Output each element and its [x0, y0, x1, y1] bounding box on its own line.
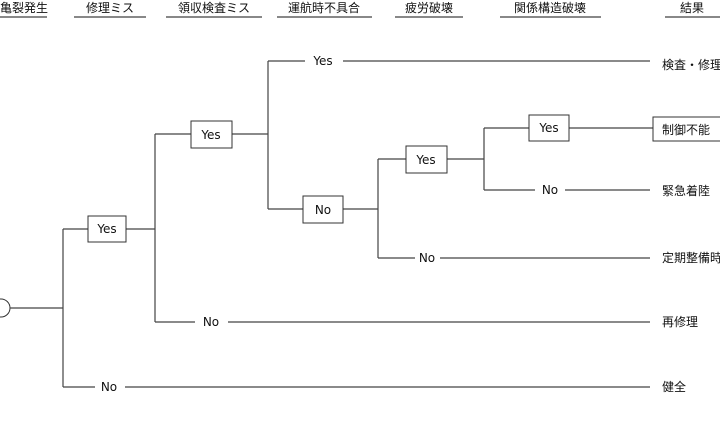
header-operation-failure: 運航時不具合: [288, 0, 360, 15]
branch-no-repair-error: No: [101, 380, 117, 394]
branch-no-operation-failure: No: [315, 203, 331, 217]
column-headers: 亀裂発生 修理ミス 領収検査ミス 運航時不具合 疲労破壊 関係構造破壊 結果: [0, 0, 720, 18]
branch-yes-inspection-error: Yes: [200, 128, 220, 142]
header-initiating: 亀裂発生: [0, 1, 48, 15]
header-acceptance-inspection-error: 領収検査ミス: [178, 0, 250, 15]
branch-yes-fatigue-failure: Yes: [415, 153, 435, 167]
outcome-emergency-landing: 緊急着陸: [662, 183, 710, 198]
initiating-event-node: [0, 298, 11, 318]
branch-yes-repair-error: Yes: [96, 222, 116, 236]
outcome-loss-of-control: 制御不能: [662, 122, 710, 137]
outcome-scheduled-maintenance: 定期整備時: [662, 250, 720, 265]
branch-no-structure-failure: No: [542, 183, 558, 197]
branch-yes-structure-failure: Yes: [538, 121, 558, 135]
header-result: 結果: [680, 1, 704, 15]
header-repair-error: 修理ミス: [86, 0, 134, 15]
outcome-re-repair: 再修理: [662, 314, 698, 329]
branch-yes-operation-failure: Yes: [312, 54, 332, 68]
header-fatigue-failure: 疲労破壊: [405, 0, 453, 15]
branch-no-fatigue-failure: No: [419, 251, 435, 265]
branch-no-inspection-error: No: [203, 315, 219, 329]
outcome-sound: 健全: [662, 379, 686, 394]
header-related-structure-failure: 関係構造破壊: [514, 0, 586, 15]
tree-lines: [10, 60, 653, 388]
outcome-inspect-repair: 検査・修理: [662, 57, 720, 72]
